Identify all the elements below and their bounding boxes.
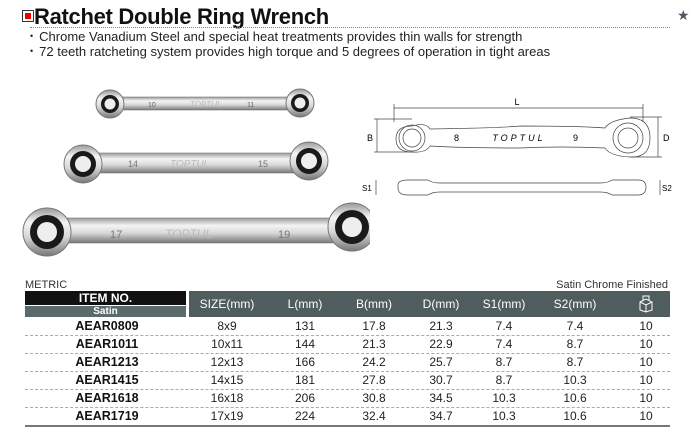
s1-thickness-cell: 8.7 (495, 373, 513, 387)
length-cell: 131 (294, 319, 316, 333)
item-no-header: ITEM NO. (25, 291, 186, 305)
diagram-right-size: 9 (573, 133, 578, 143)
finish-label: Satin Chrome Finished (556, 279, 668, 291)
table-header: SIZE(mm) L(mm) B(mm) D(mm) S1(mm) S2(mm) (189, 291, 670, 317)
b-width-cell: 32.4 (362, 409, 386, 423)
s2-thickness-cell: 8.7 (566, 355, 584, 369)
d-width-cell: 25.7 (429, 355, 453, 369)
dimension-diagram: L B D 8 TOPTUL 9 S1 S2 (362, 97, 672, 196)
s1-thickness-cell: 7.4 (495, 337, 513, 351)
quantity-cell: 10 (639, 409, 653, 423)
table-row: AEAR1011 10x11 144 21.3 22.9 7.4 8.7 10 (25, 335, 670, 354)
d-width-cell: 34.5 (429, 391, 453, 405)
col-header-s1: S1(mm) (482, 297, 526, 311)
size-cell: 10x11 (211, 337, 243, 351)
feature-item: •72 teeth ratcheting system provides hig… (30, 44, 551, 59)
title-bullet-icon (22, 10, 34, 22)
feature-text: Chrome Vanadium Steel and special heat t… (39, 29, 523, 44)
table-row: AEAR1618 16x18 206 30.8 34.5 10.3 10.6 10 (25, 389, 670, 408)
wrench-size-label: 15 (258, 159, 268, 169)
quantity-cell: 10 (639, 355, 653, 369)
length-cell: 144 (294, 337, 316, 351)
title-divider (30, 27, 670, 28)
s1-thickness-cell: 10.3 (492, 391, 516, 405)
satin-subheader: Satin (25, 306, 186, 317)
b-width-cell: 21.3 (362, 337, 386, 351)
wrench-large: 17 TOPTUL 19 (22, 202, 370, 257)
quantity-cell: 10 (639, 337, 653, 351)
col-header-l: L(mm) (287, 297, 323, 311)
d-width-cell: 21.3 (429, 319, 453, 333)
item-no-cell: AEAR1011 (75, 337, 139, 351)
wrench-small: 10 TOPTUL 11 (95, 88, 315, 119)
wrench-size-label: 10 (148, 102, 156, 109)
item-no-cell: AEAR0809 (75, 319, 139, 333)
b-width-cell: 27.8 (362, 373, 386, 387)
b-width-cell: 30.8 (362, 391, 386, 405)
length-cell: 224 (294, 409, 316, 423)
brand-label: TOPTUL (190, 100, 221, 109)
product-photo: 10 TOPTUL 11 14 TOPTUL 15 17 TOPTUL 19 (22, 88, 370, 257)
quantity-cell: 10 (639, 319, 653, 333)
size-cell: 12x13 (210, 355, 244, 369)
length-cell: 181 (294, 373, 316, 387)
box-icon (639, 295, 653, 313)
page-title: Ratchet Double Ring Wrench (34, 4, 329, 29)
s1-thickness-cell: 7.4 (495, 319, 513, 333)
wrench-size-label: 19 (278, 229, 290, 241)
table-row: AEAR0809 8x9 131 17.8 21.3 7.4 7.4 10 (25, 317, 670, 336)
s2-thickness-cell: 10.6 (563, 391, 587, 405)
s1-thickness-cell: 10.3 (492, 409, 516, 423)
item-no-cell: AEAR1213 (75, 355, 139, 369)
s1-thickness-cell: 8.7 (495, 355, 513, 369)
wrench-medium: 14 TOPTUL 15 (63, 141, 329, 184)
table-row: AEAR1213 12x13 166 24.2 25.7 8.7 8.7 10 (25, 353, 670, 372)
quantity-cell: 10 (639, 391, 653, 405)
s2-thickness-cell: 10.3 (563, 373, 587, 387)
star-icon: ★ (677, 7, 690, 23)
size-cell: 16x18 (210, 391, 244, 405)
diagram-brand: TOPTUL (492, 133, 545, 143)
dim-S2-label: S2 (662, 184, 672, 193)
item-no-cell: AEAR1618 (75, 391, 139, 405)
d-width-cell: 34.7 (429, 409, 453, 423)
dim-D-label: D (663, 133, 670, 143)
s2-thickness-cell: 7.4 (566, 319, 584, 333)
table-row: AEAR1415 14x15 181 27.8 30.7 8.7 10.3 10 (25, 371, 670, 390)
item-no-cell: AEAR1719 (75, 409, 139, 423)
b-width-cell: 24.2 (362, 355, 386, 369)
b-width-cell: 17.8 (362, 319, 386, 333)
quantity-cell: 10 (639, 373, 653, 387)
s2-thickness-cell: 8.7 (566, 337, 584, 351)
dim-S1-label: S1 (362, 184, 372, 193)
col-header-s2: S2(mm) (553, 297, 597, 311)
col-header-d: D(mm) (422, 297, 460, 311)
size-cell: 8x9 (217, 319, 237, 333)
unit-label: METRIC (25, 279, 68, 291)
brand-label: TOPTUL (170, 159, 209, 170)
d-width-cell: 30.7 (429, 373, 453, 387)
length-cell: 166 (294, 355, 316, 369)
dim-B-label: B (367, 133, 373, 143)
feature-text: 72 teeth ratcheting system provides high… (39, 44, 551, 59)
table-row: AEAR1719 17x19 224 32.4 34.7 10.3 10.6 10 (25, 407, 670, 427)
diagram-left-size: 8 (454, 133, 459, 143)
size-cell: 14x15 (210, 373, 244, 387)
feature-item: •Chrome Vanadium Steel and special heat … (30, 29, 523, 44)
dim-L-label: L (514, 97, 519, 107)
wrench-size-label: 11 (247, 102, 254, 109)
col-header-size: SIZE(mm) (199, 297, 255, 311)
item-no-cell: AEAR1415 (75, 373, 139, 387)
s2-thickness-cell: 10.6 (563, 409, 587, 423)
d-width-cell: 22.9 (429, 337, 453, 351)
wrench-size-label: 17 (110, 229, 122, 241)
size-cell: 17x19 (210, 409, 244, 423)
length-cell: 206 (294, 391, 316, 405)
col-header-b: B(mm) (356, 297, 392, 311)
wrench-size-label: 14 (128, 159, 138, 169)
brand-label: TOPTUL (165, 227, 212, 241)
